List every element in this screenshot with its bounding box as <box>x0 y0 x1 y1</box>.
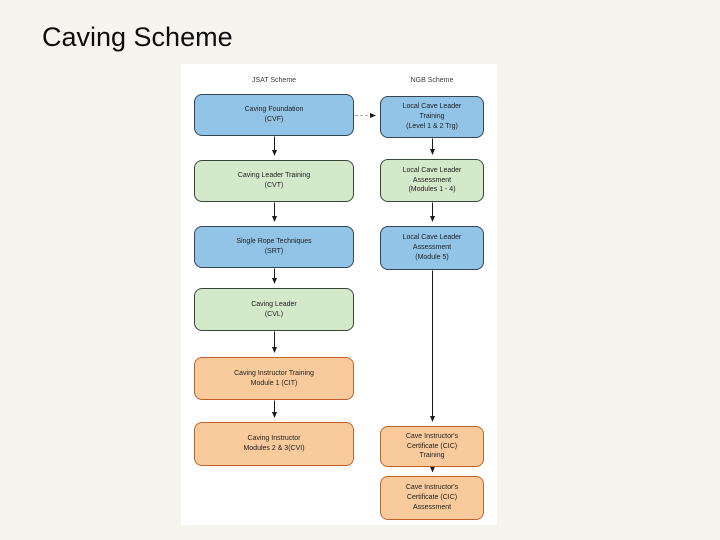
diagram-canvas: JSAT Scheme NGB Scheme Caving Foundation… <box>181 64 497 525</box>
column-header-ngb: NGB Scheme <box>410 77 454 84</box>
node-caving-leader-training: Caving Leader Training (CVT) <box>194 160 354 202</box>
node-caving-leader: Caving Leader (CVL) <box>194 288 354 331</box>
node-cave-instructors-certificate-training: Cave Instructor's Certificate (CIC) Trai… <box>380 426 484 467</box>
node-caving-foundation: Caving Foundation (CVF) <box>194 94 354 136</box>
node-caving-instructor-modules: Caving Instructor Modules 2 & 3(CVI) <box>194 422 354 466</box>
node-single-rope-techniques: Single Rope Techniques (SRT) <box>194 226 354 268</box>
node-local-cave-leader-assessment-1-4: Local Cave Leader Assessment (Modules 1 … <box>380 159 484 202</box>
node-caving-instructor-training: Caving Instructor Training Module 1 (CIT… <box>194 357 354 400</box>
node-local-cave-leader-assessment-5: Local Cave Leader Assessment (Module 5) <box>380 226 484 270</box>
node-local-cave-leader-training: Local Cave Leader Training (Level 1 & 2 … <box>380 96 484 138</box>
slide-title: Caving Scheme <box>42 22 233 52</box>
column-header-jsat: JSAT Scheme <box>251 77 297 84</box>
node-cave-instructors-certificate-assessment: Cave Instructor's Certificate (CIC) Asse… <box>380 476 484 520</box>
